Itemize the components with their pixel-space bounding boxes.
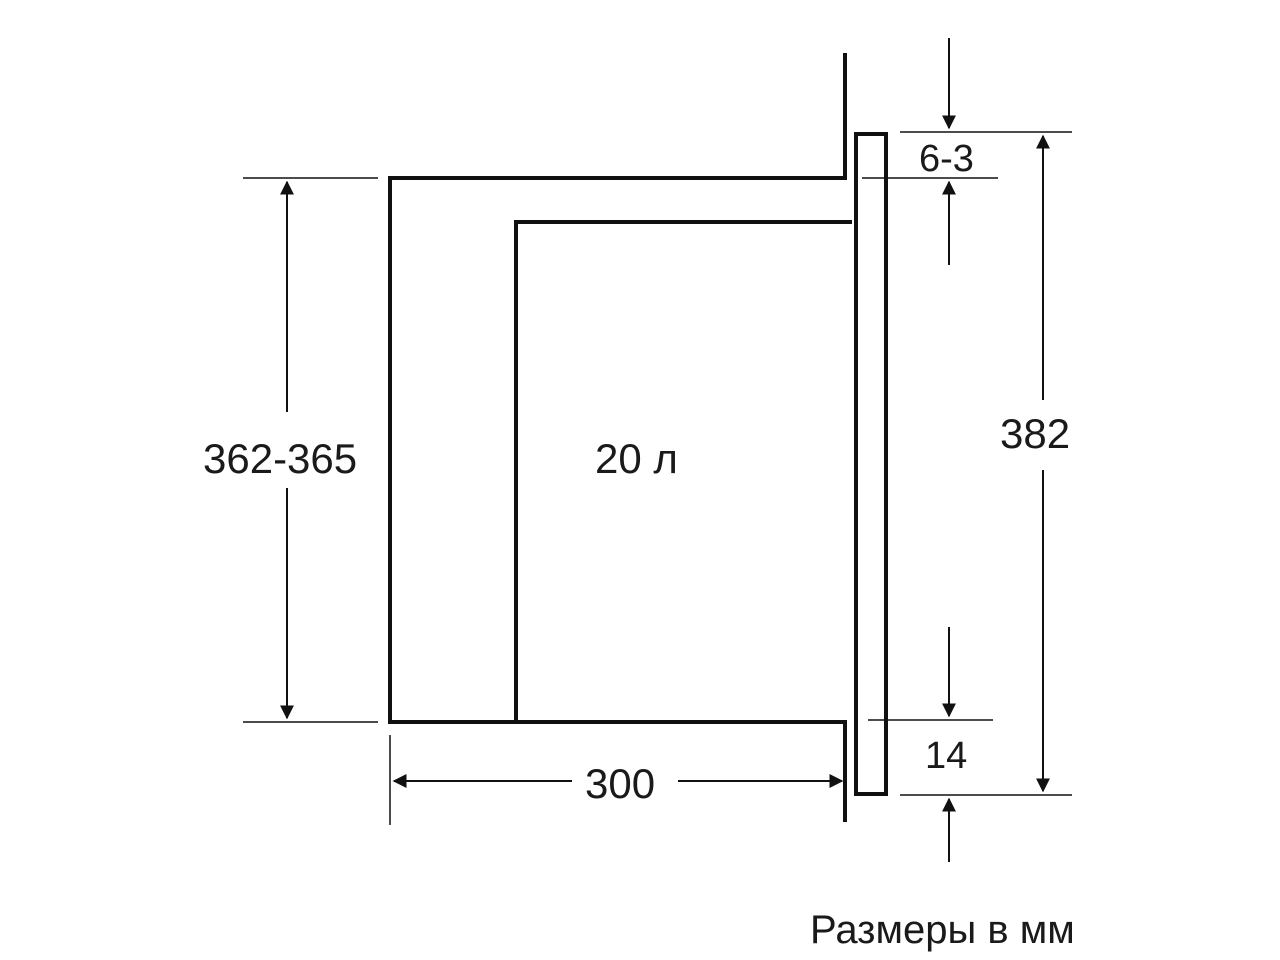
- label-top-gap: 6-3: [919, 138, 974, 180]
- label-niche-height: 362-365: [203, 435, 358, 482]
- label-bottom-gap: 14: [925, 735, 968, 777]
- appliance-body: [514, 220, 852, 722]
- door-panel: [854, 132, 888, 796]
- label-depth: 300: [585, 760, 656, 807]
- niche-outline: [388, 53, 847, 822]
- caption-units: Размеры в мм: [810, 908, 1075, 952]
- label-total-height: 382: [1000, 410, 1071, 457]
- label-volume: 20 л: [595, 435, 678, 482]
